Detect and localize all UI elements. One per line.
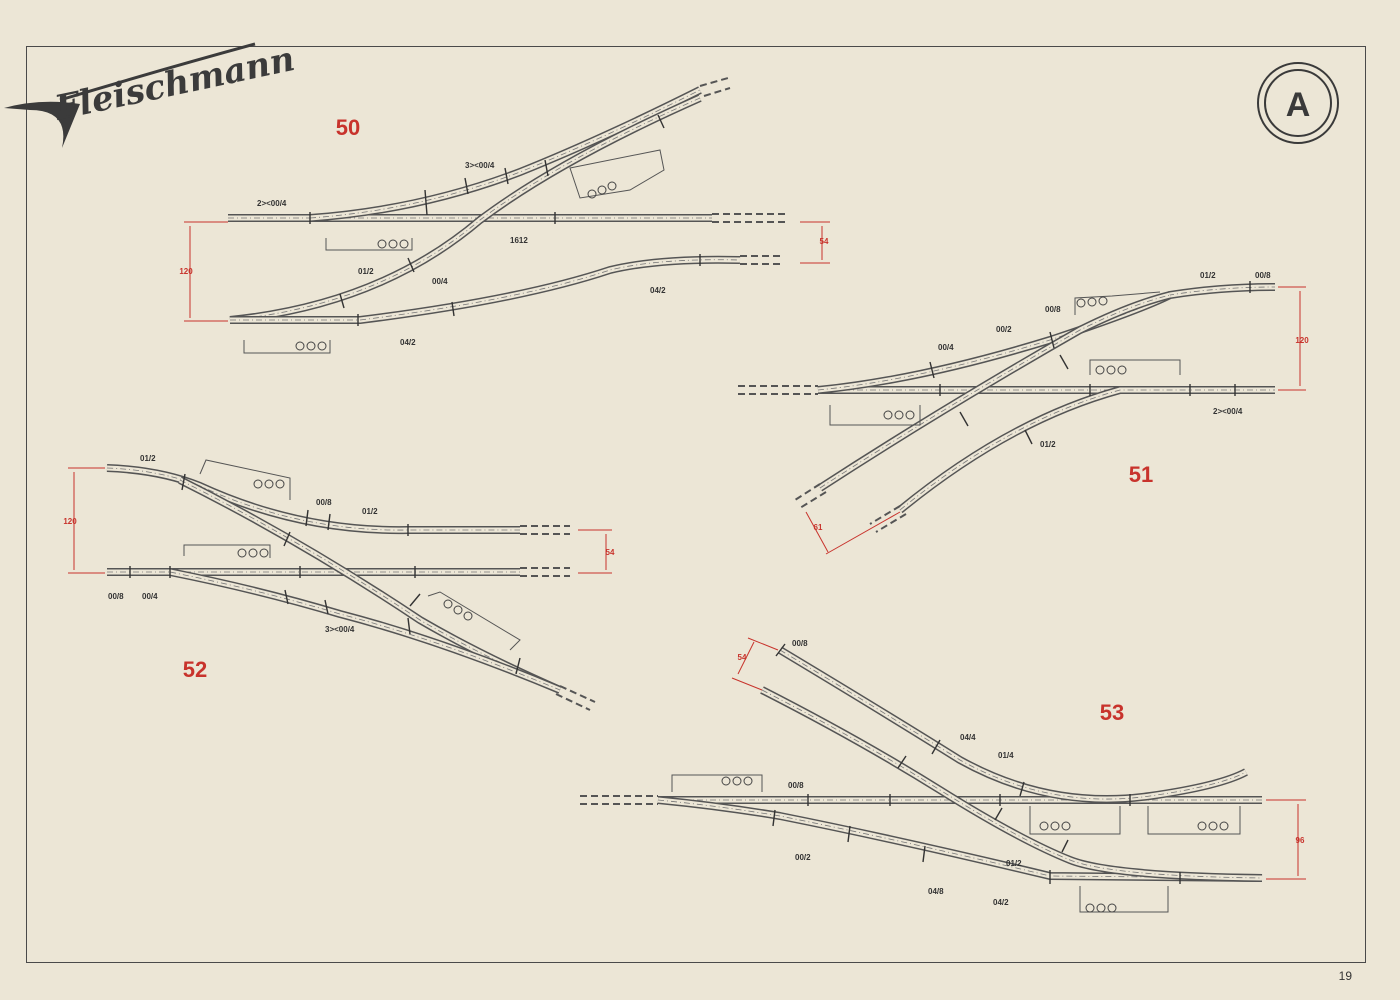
track-label: 2><00/4 bbox=[257, 199, 287, 208]
diagram-number: 50 bbox=[336, 115, 360, 140]
track-label: 00/8 bbox=[792, 639, 808, 648]
diagram-number: 52 bbox=[183, 657, 207, 682]
diagram-number: 53 bbox=[1100, 700, 1124, 725]
badge-letter: A bbox=[1286, 86, 1311, 124]
track-label: 00/4 bbox=[432, 277, 448, 286]
diagram-50: 2><00/4 3><00/4 1612 01/2 00/4 04/2 04/2… bbox=[179, 77, 830, 354]
switch-symbol bbox=[295, 181, 617, 351]
track-label: 01/2 bbox=[1006, 859, 1022, 868]
track-label: 00/4 bbox=[142, 592, 158, 601]
dimension-label: 61 bbox=[814, 523, 823, 532]
track-label: 00/8 bbox=[316, 498, 332, 507]
page-frame bbox=[26, 46, 1366, 963]
dimension-label: 54 bbox=[606, 548, 615, 557]
track-label: 01/4 bbox=[998, 751, 1014, 760]
dimension-label: 96 bbox=[1296, 836, 1305, 845]
track-label: 04/8 bbox=[928, 887, 944, 896]
track-label: 01/2 bbox=[1040, 440, 1056, 449]
dimension-label: 120 bbox=[1295, 336, 1309, 345]
badge-a-icon: A bbox=[1257, 62, 1339, 144]
track-label: 00/8 bbox=[1045, 305, 1061, 314]
fleischmann-logo: Fleischmann bbox=[4, 39, 298, 148]
track-label: 3><00/4 bbox=[465, 161, 495, 170]
page-number: 19 bbox=[1339, 969, 1353, 983]
track-group bbox=[228, 86, 741, 324]
track-label: 01/2 bbox=[140, 454, 156, 463]
track-label: 00/8 bbox=[788, 781, 804, 790]
track-label: 04/2 bbox=[650, 286, 666, 295]
track-label: 01/2 bbox=[358, 267, 374, 276]
track-label: 01/2 bbox=[1200, 271, 1216, 280]
dimension-label: 54 bbox=[820, 237, 829, 246]
track-label: 04/2 bbox=[400, 338, 416, 347]
track-label: 2><00/4 bbox=[1213, 407, 1243, 416]
track-label: 00/8 bbox=[1255, 271, 1271, 280]
track-label: 00/8 bbox=[108, 592, 124, 601]
diagram-53: 00/8 04/4 01/4 00/8 00/2 01/2 04/8 04/2 … bbox=[580, 637, 1306, 913]
diagram-51: 01/2 00/8 00/8 00/2 00/4 2><00/4 01/2 12… bbox=[738, 271, 1309, 555]
track-label: 00/2 bbox=[795, 853, 811, 862]
dimension-label: 120 bbox=[179, 267, 193, 276]
dimension-label: 120 bbox=[63, 517, 77, 526]
track-label: 3><00/4 bbox=[325, 625, 355, 634]
track-label: 00/2 bbox=[996, 325, 1012, 334]
track-label: 1612 bbox=[510, 236, 528, 245]
track-label: 04/2 bbox=[993, 898, 1009, 907]
logo-text: Fleischmann bbox=[51, 39, 299, 129]
track-label: 04/4 bbox=[960, 733, 976, 742]
diagram-52: 01/2 00/8 01/2 00/8 00/4 3><00/4 120 54 … bbox=[63, 454, 615, 711]
diagram-number: 51 bbox=[1129, 462, 1153, 487]
dimension-label: 54 bbox=[738, 653, 747, 662]
track-label: 00/4 bbox=[938, 343, 954, 352]
track-label: 01/2 bbox=[362, 507, 378, 516]
